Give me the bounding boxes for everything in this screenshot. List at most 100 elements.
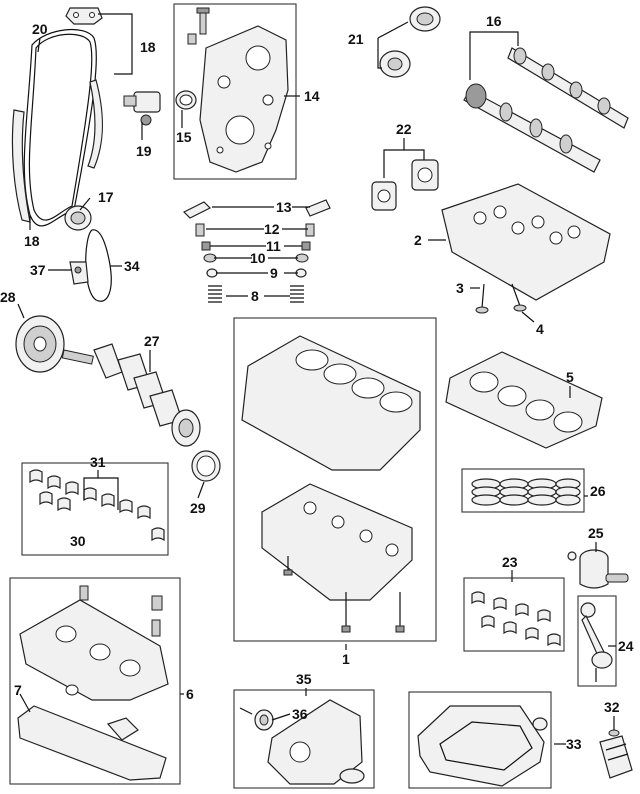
label-part-36: 36 [292,706,308,722]
lash-adjuster-right [305,223,315,237]
label-part-31: 31 [90,454,106,470]
block-bolt-b [395,592,405,633]
label-part-37: 37 [30,262,46,278]
engine-block-group-box [233,317,437,642]
oil-pump-body [267,699,365,785]
oil-pump-group-box [233,689,375,789]
oil-pump-sprocket [254,709,274,731]
rear-main-seal [191,450,221,482]
oil-pump-chain [85,229,112,302]
chain-tensioner [123,91,161,126]
manifold-sensor-a [79,585,89,601]
block-bolt-a [341,592,351,633]
label-part-2: 2 [414,232,422,248]
valve-seal-left [206,268,218,278]
oil-cooler [599,729,633,779]
label-part-10: 10 [250,250,266,266]
camshaft-exhaust [507,47,629,129]
label-part-26: 26 [590,483,606,499]
label-part-6: 6 [186,686,194,702]
exhaust-cam-phaser [409,6,441,32]
intake-manifold [19,599,169,701]
label-part-1: 1 [342,651,350,667]
chain-guide-left [11,109,31,223]
label-part-16: 16 [486,13,502,29]
oil-pan [417,705,548,787]
connecting-rod-box [577,595,617,687]
part-number-labels: 1 2 3 4 5 6 7 8 9 10 11 12 13 14 15 16 1… [0,13,634,752]
oil-pump-chain-tensioner [69,261,89,285]
label-part-13: 13 [276,199,292,215]
rocker-arm-left [182,201,212,219]
label-part-14: 14 [304,88,320,104]
valve-spring-right [290,285,304,303]
label-part-3: 3 [456,280,464,296]
timing-cover-group-box [173,3,297,180]
intake-manifold-group-box [9,577,181,785]
crankshaft [61,343,201,447]
label-part-33: 33 [566,736,582,752]
camshaft-intake [463,83,601,173]
timing-cover [199,25,289,173]
chain-tensioner-arm [87,79,104,169]
oil-pan-group-box [408,691,552,789]
label-part-35: 35 [296,671,312,687]
label-part-17: 17 [98,189,114,205]
main-bearing-shells [29,469,165,542]
connecting-rod [580,602,613,682]
rod-bearing-set-box [463,577,565,652]
piston-ring-set-box [461,468,585,513]
lash-adjuster-left [195,223,205,237]
intake-valve [475,283,489,314]
label-part-20: 20 [32,21,48,37]
label-part-27: 27 [144,333,160,349]
label-part-30: 30 [70,533,86,549]
label-part-29: 29 [190,500,206,516]
cylinder-head [441,183,611,301]
label-part-24: 24 [618,638,634,654]
intake-cam-phaser [379,50,411,78]
leader-lines [17,13,616,745]
label-part-23: 23 [502,554,518,570]
label-part-22: 22 [396,121,412,137]
manifold-sensor-c [151,619,161,637]
label-part-9: 9 [270,265,278,281]
label-part-11: 11 [266,238,281,254]
piston-ring-set [471,478,581,506]
label-part-34: 34 [124,258,140,274]
manifold-sensor-b [151,595,163,611]
timing-cover-bolt [196,7,210,35]
label-part-18-bottom: 18 [24,233,40,249]
rocker-arm-right [305,199,331,217]
oil-control-solenoid-a [371,181,397,211]
crankshaft-pulley [15,315,65,373]
timing-cover-plug [187,33,197,45]
oil-control-solenoid-b [411,159,439,191]
label-part-15: 15 [176,129,192,145]
piston [567,549,629,589]
bearing-set-box [21,462,169,556]
label-part-8: 8 [251,288,259,304]
label-part-25: 25 [588,525,604,541]
exhaust-valve [511,283,527,312]
label-part-28: 28 [0,289,16,305]
label-part-19: 19 [136,143,152,159]
manifold-gasket [17,705,167,781]
valve-keeper-right [301,241,311,251]
crankshaft-sprocket [64,205,92,231]
valve-spring-left [208,285,222,303]
engine-block-lower-ladder [261,483,413,601]
label-part-21: 21 [348,31,364,47]
label-part-18-top: 18 [140,39,156,55]
label-part-32: 32 [604,699,620,715]
chain-guide-bracket [65,7,103,25]
rod-bearing-shells [471,591,561,647]
timing-chain [23,28,97,227]
label-part-4: 4 [536,321,544,337]
head-gasket [445,351,603,449]
label-part-5: 5 [566,369,574,385]
label-part-7: 7 [14,682,22,698]
label-part-12: 12 [264,221,280,237]
engine-block-upper [241,335,421,471]
